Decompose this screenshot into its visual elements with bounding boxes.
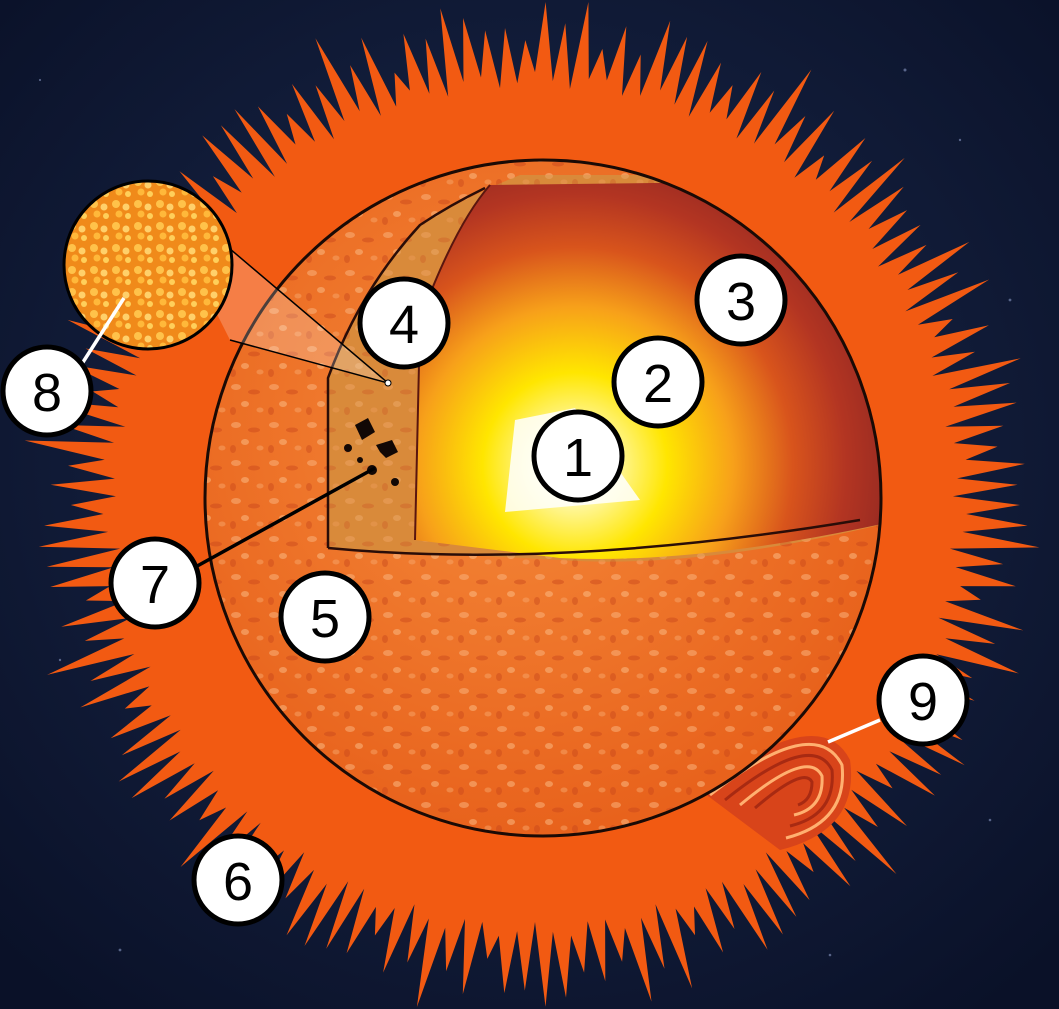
label-6-corona: 6: [191, 833, 285, 927]
granulation-zoom: [62, 179, 392, 387]
leader-8: [76, 297, 126, 371]
label-3-text: 3: [726, 272, 756, 332]
label-3-convective-zone: 3: [694, 253, 788, 347]
label-9-prominence: 9: [876, 653, 970, 747]
background-stars: [38, 68, 1012, 957]
label-7-text: 7: [140, 555, 170, 615]
label-5-text: 5: [310, 589, 340, 649]
label-2-text: 2: [643, 354, 673, 414]
label-5-chromosphere: 5: [278, 570, 372, 664]
label-6-text: 6: [223, 852, 253, 912]
label-8-text: 8: [32, 363, 62, 423]
label-1-core: 1: [531, 409, 625, 503]
label-8-granules: 8: [0, 344, 94, 438]
label-4-text: 4: [389, 295, 419, 355]
label-7-sunspot: 7: [108, 536, 202, 630]
label-1-text: 1: [563, 428, 593, 488]
leader-7: [189, 466, 376, 572]
sunspots: [344, 418, 399, 486]
label-2-radiative-zone: 2: [611, 335, 705, 429]
label-9-text: 9: [908, 672, 938, 732]
leader-9: [827, 718, 881, 744]
label-4-photosphere: 4: [357, 276, 451, 370]
